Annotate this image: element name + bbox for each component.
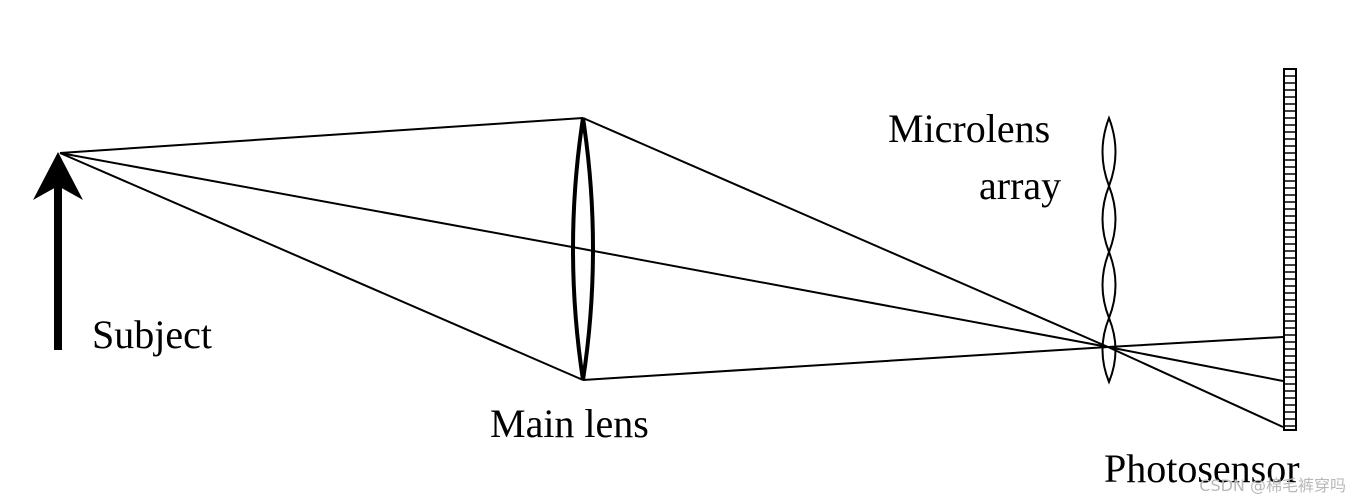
microlens xyxy=(1101,115,1117,189)
ray-to-sensor-bottom xyxy=(1107,346,1284,428)
ray-center-converging xyxy=(582,248,1109,348)
ray-top-converging xyxy=(582,117,1109,348)
ray-center xyxy=(59,152,584,250)
photosensor-cells xyxy=(1284,75,1296,427)
subject-label: Subject xyxy=(92,312,212,357)
rays-lens-to-microlens xyxy=(582,117,1109,381)
microlens-array xyxy=(1101,115,1117,385)
microlens-array-label-line2: array xyxy=(979,163,1062,208)
photosensor-frame xyxy=(1283,68,1297,431)
microlens xyxy=(1101,315,1117,385)
microlens-array-label-line1: Microlens xyxy=(888,106,1051,151)
rays-microlens-to-sensor xyxy=(1107,336,1284,428)
ray-to-sensor-top xyxy=(1107,336,1284,348)
microlens xyxy=(1101,249,1117,321)
ray-bottom xyxy=(59,152,584,381)
main-lens-label: Main lens xyxy=(490,401,649,446)
photosensor xyxy=(1283,68,1297,431)
watermark-text: CSDN @棉毛裤穿吗 xyxy=(1199,476,1346,495)
microlens xyxy=(1101,183,1117,255)
rays-subject-to-lens xyxy=(59,117,584,381)
ray-top xyxy=(59,117,584,154)
photosensor-label: Photosensor xyxy=(1104,446,1300,491)
ray-to-sensor-middle xyxy=(1107,346,1284,382)
ray-bottom-converging xyxy=(582,346,1109,381)
subject-arrow-head xyxy=(33,152,83,200)
subject-arrow xyxy=(33,152,83,350)
